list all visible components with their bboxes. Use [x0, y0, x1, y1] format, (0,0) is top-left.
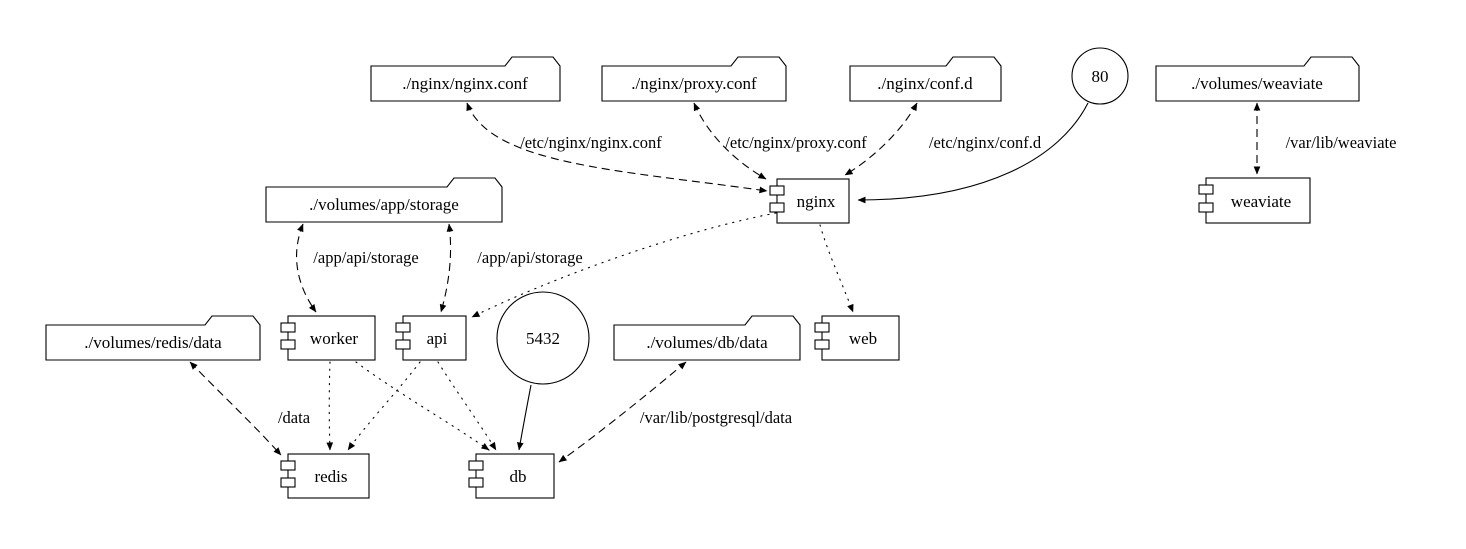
folder-icon — [613, 315, 801, 361]
folder-label: ./volumes/db/data — [646, 333, 768, 352]
component-tab-icon — [769, 202, 785, 213]
component-box — [1205, 177, 1311, 224]
component-tab-icon — [280, 477, 296, 488]
node-port-80: 80 — [1071, 47, 1129, 105]
component-box — [287, 453, 370, 499]
port-circle-icon — [1071, 47, 1129, 105]
folder-icon — [370, 56, 561, 102]
component-tab-icon — [814, 322, 830, 333]
folder-label: ./nginx/proxy.conf — [631, 74, 757, 93]
node-component-web: web — [814, 315, 900, 361]
edge-label-app-api-storage-worker: /app/api/storage — [313, 248, 418, 267]
edge-nginx-to-api — [471, 212, 777, 318]
folder-label: ./volumes/app/storage — [309, 195, 459, 214]
folder-icon — [45, 315, 261, 361]
edge-label-var-lib-weaviate: /var/lib/weaviate — [1286, 133, 1397, 152]
component-label: weaviate — [1231, 192, 1291, 211]
folder-label: ./nginx/nginx.conf — [402, 74, 528, 93]
edge-label-etc-nginx-proxy-conf: /etc/nginx/proxy.conf — [725, 133, 867, 152]
component-tab-icon — [769, 185, 785, 196]
edge-label-var-lib-postgresql-data: /var/lib/postgresql/data — [640, 408, 793, 427]
node-component-db: db — [468, 453, 555, 499]
node-folder-nginx-conf: ./nginx/nginx.conf — [370, 56, 561, 102]
node-folder-conf-d: ./nginx/conf.d — [849, 56, 1002, 102]
folder-icon — [265, 177, 503, 223]
edge-redis-data-to-redis — [189, 361, 282, 456]
node-folder-proxy-conf: ./nginx/proxy.conf — [601, 56, 787, 102]
edge-label-data: /data — [278, 408, 311, 427]
edge-db-data-to-db — [558, 361, 687, 463]
component-box — [776, 178, 850, 224]
component-tab-icon — [1198, 184, 1214, 195]
component-tab-icon — [468, 477, 484, 488]
edge-label-app-api-storage-api: /app/api/storage — [477, 248, 582, 267]
port-circle-icon — [496, 291, 590, 385]
folder-icon — [849, 56, 1002, 102]
edge-worker-to-db — [355, 361, 490, 451]
edge-nginx-conf-to-nginx — [466, 102, 768, 194]
folder-label: ./nginx/conf.d — [877, 74, 973, 93]
node-folder-volumes-weaviate: ./volumes/weaviate — [1155, 56, 1360, 102]
node-component-nginx: nginx — [769, 178, 850, 224]
component-label: redis — [314, 467, 347, 486]
edge-layer — [189, 102, 1261, 463]
folder-label: ./volumes/redis/data — [84, 333, 222, 352]
edge-nginx-to-web — [819, 224, 854, 313]
component-box — [402, 315, 467, 361]
folder-label: ./volumes/weaviate — [1191, 74, 1323, 93]
node-component-api: api — [395, 315, 467, 361]
edge-label-etc-nginx-nginx-conf: /etc/nginx/nginx.conf — [520, 133, 662, 152]
node-port-5432: 5432 — [496, 291, 590, 385]
component-label: nginx — [797, 192, 836, 211]
node-folder-volumes-app-storage: ./volumes/app/storage — [265, 177, 503, 223]
component-tab-icon — [814, 339, 830, 350]
port-label: 5432 — [526, 329, 560, 348]
component-label: db — [510, 467, 527, 486]
edge-conf-d-to-nginx — [844, 102, 918, 176]
edge-label-layer: /etc/nginx/nginx.conf /etc/nginx/proxy.c… — [278, 133, 1396, 427]
component-box — [475, 453, 555, 499]
node-folder-volumes-db-data: ./volumes/db/data — [613, 315, 801, 361]
component-tab-icon — [280, 322, 296, 333]
folder-icon — [1155, 56, 1360, 102]
component-box — [821, 315, 900, 361]
node-folder-volumes-redis-data: ./volumes/redis/data — [45, 315, 261, 361]
component-label: api — [427, 329, 448, 348]
port-label: 80 — [1092, 67, 1109, 86]
component-label: worker — [310, 329, 358, 348]
edge-port-5432-to-db — [516, 384, 532, 451]
component-tab-icon — [1198, 202, 1214, 213]
component-tab-icon — [280, 460, 296, 471]
node-component-worker: worker — [280, 315, 376, 361]
edge-api-to-db — [437, 361, 497, 451]
component-label: web — [849, 329, 877, 348]
node-component-redis: redis — [280, 453, 370, 499]
component-box — [287, 315, 376, 361]
edge-label-etc-nginx-conf-d: /etc/nginx/conf.d — [929, 133, 1042, 152]
component-tab-icon — [280, 339, 296, 350]
component-tab-icon — [395, 339, 411, 350]
component-tab-icon — [395, 322, 411, 333]
edge-app-storage-to-worker — [296, 223, 317, 313]
component-tab-icon — [468, 460, 484, 471]
edge-worker-to-redis — [326, 361, 334, 451]
node-component-weaviate: weaviate — [1198, 177, 1311, 224]
edge-port-80-to-nginx — [857, 102, 1089, 204]
edge-proxy-conf-to-nginx — [693, 102, 767, 180]
edge-app-storage-to-api — [439, 223, 454, 313]
folder-icon — [601, 56, 787, 102]
edge-api-to-redis — [347, 361, 421, 451]
